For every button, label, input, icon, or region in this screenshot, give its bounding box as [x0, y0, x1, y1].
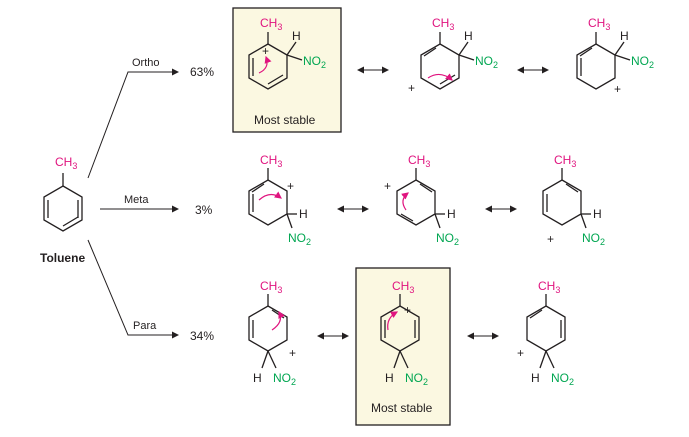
plus-charge: + [547, 232, 554, 246]
ortho-structure-1 [248, 32, 303, 90]
methyl-label: CH3 [260, 153, 282, 169]
highlight-box-para [355, 267, 451, 426]
methyl-label: CH3 [538, 279, 560, 295]
hydrogen-label: H [447, 207, 456, 221]
plus-charge: + [517, 346, 524, 360]
hydrogen-label: H [299, 207, 308, 221]
hydrogen-label: H [464, 29, 473, 43]
ortho-branch-arrow [87, 68, 179, 179]
plus-charge: + [614, 82, 621, 96]
methyl-label: CH3 [554, 153, 576, 169]
hydrogen-labels: H H H H H H H H H [253, 29, 629, 385]
para-structure-2 [380, 294, 420, 369]
percent-para: 34% [190, 329, 214, 343]
plus-charge: + [289, 346, 296, 360]
hydrogen-label: H [531, 371, 540, 385]
nitro-label: NO2 [631, 54, 654, 70]
most-stable-label-ortho: Most stable [254, 113, 316, 127]
hydrogen-label: H [593, 207, 602, 221]
nitro-labels: NO2 NO2 NO2 NO2 NO2 NO2 NO2 NO2 NO2 [273, 54, 654, 387]
plus-charge: + [287, 179, 294, 193]
charge-labels: + + + + + + + + + [262, 44, 621, 360]
percent-meta: 3% [195, 203, 213, 217]
methyl-label: CH3 [260, 16, 282, 32]
nitro-label: NO2 [551, 371, 574, 387]
meta-structure-3 [542, 168, 591, 229]
nitro-label: NO2 [405, 371, 428, 387]
methyl-label: CH3 [432, 16, 454, 32]
percent-ortho: 63% [190, 65, 214, 79]
toluene-structure: CH3 Toluene [40, 155, 85, 265]
resonance-arrows [317, 66, 549, 340]
row-label-meta: Meta [124, 194, 149, 206]
most-stable-label-para: Most stable [371, 401, 433, 415]
methyl-label: CH3 [392, 279, 414, 295]
toluene-methyl-label: CH3 [55, 155, 77, 171]
ortho-structure-2 [420, 32, 475, 90]
hydrogen-label: H [385, 371, 394, 385]
para-branch-arrow [87, 239, 179, 339]
nitro-label: NO2 [303, 54, 326, 70]
nitro-label: NO2 [582, 231, 605, 247]
methyl-label: CH3 [408, 153, 430, 169]
hydrogen-label: H [253, 371, 262, 385]
hydrogen-label: H [620, 29, 629, 43]
row-label-para: Para [133, 320, 157, 332]
ortho-structure-3 [576, 32, 631, 90]
hydrogen-label: H [292, 29, 301, 43]
row-label-ortho: Ortho [132, 57, 160, 69]
para-structure-3 [526, 294, 566, 369]
methyl-labels: CH3 CH3 CH3 CH3 CH3 CH3 CH3 CH3 CH3 [260, 16, 610, 295]
methyl-label: CH3 [588, 16, 610, 32]
meta-structure-1 [248, 168, 297, 229]
plus-charge: + [262, 44, 269, 58]
nitro-label: NO2 [475, 54, 498, 70]
plus-charge: + [408, 81, 415, 95]
nitro-label: NO2 [436, 231, 459, 247]
plus-charge: + [384, 179, 391, 193]
meta-structure-2 [396, 168, 445, 229]
para-structure-1 [248, 294, 288, 369]
toluene-label: Toluene [40, 251, 85, 265]
nitro-label: NO2 [288, 231, 311, 247]
nitro-label: NO2 [273, 371, 296, 387]
methyl-label: CH3 [260, 279, 282, 295]
plus-charge: + [404, 303, 411, 317]
